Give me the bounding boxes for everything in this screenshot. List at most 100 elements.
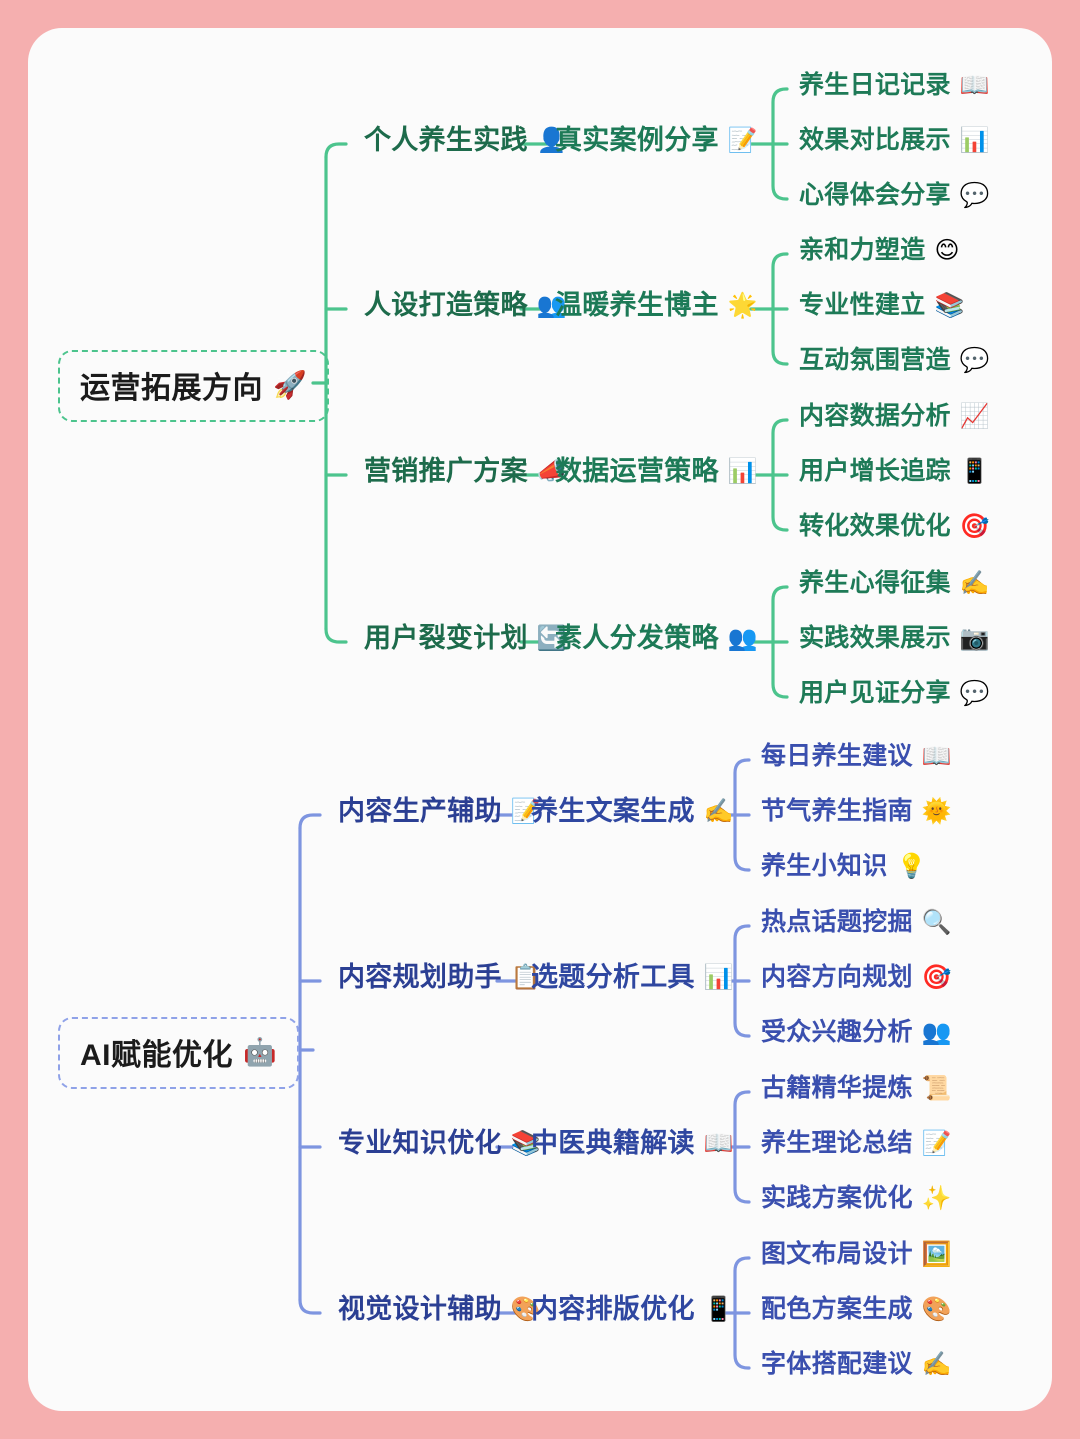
- root-node-label: 运营拓展方向: [80, 372, 263, 405]
- leaf-node[interactable]: 古籍精华提炼📜: [761, 1076, 952, 1101]
- root-node-ai-empowerment[interactable]: AI赋能优化🤖: [58, 1017, 299, 1089]
- artist-palette-icon: 🎨: [510, 1295, 541, 1323]
- mid-node-label: 内容排版优化: [531, 1294, 695, 1324]
- leaf-node-label: 心得体会分享: [799, 181, 951, 209]
- branch-node[interactable]: 内容生产辅助📝: [338, 798, 541, 825]
- leaf-node[interactable]: 用户见证分享 💬: [799, 681, 990, 706]
- branch-node-label: 专业知识优化: [338, 1128, 502, 1158]
- mid-node-label: 数据运营策略: [555, 456, 719, 486]
- mid-node[interactable]: 中医典籍解读📖: [531, 1130, 734, 1157]
- writing-hand-icon: ✍️: [703, 797, 734, 825]
- target-icon: 🎯: [921, 963, 952, 991]
- branch-node[interactable]: 用户裂变计划🔄: [364, 625, 567, 652]
- mid-node[interactable]: 选题分析工具📊: [531, 964, 734, 991]
- memo-icon: 📝: [727, 126, 758, 154]
- leaf-node[interactable]: 亲和力塑造😊: [799, 238, 960, 263]
- mobile-phone-icon: 📱: [703, 1295, 734, 1323]
- artist-palette-icon: 🎨: [921, 1295, 952, 1323]
- leaf-node-label: 古籍精华提炼: [761, 1074, 913, 1102]
- mid-node-label: 素人分发策略: [555, 623, 719, 653]
- leaf-node[interactable]: 专业性建立📚: [799, 293, 964, 318]
- leaf-node[interactable]: 图文布局设计🖼️: [761, 1242, 952, 1267]
- leaf-node-label: 养生心得征集: [799, 569, 951, 597]
- rocket-icon: 🚀: [273, 369, 307, 400]
- leaf-node-label: 用户增长追踪: [799, 457, 951, 485]
- bar-chart-icon: 📊: [727, 457, 758, 485]
- leaf-node-label: 实践效果展示: [799, 624, 951, 652]
- leaf-node[interactable]: 每日养生建议📖: [761, 744, 952, 769]
- target-icon: 🎯: [959, 512, 990, 540]
- people-icon: 👥: [536, 291, 567, 319]
- leaf-node[interactable]: 养生小知识💡: [761, 854, 926, 879]
- speech-bubble-icon: 💬: [959, 679, 990, 707]
- leaf-node[interactable]: 节气养生指南 🌞: [761, 799, 952, 824]
- leaf-node[interactable]: 实践方案优化✨: [761, 1186, 952, 1211]
- chart-increasing-icon: 📈: [959, 402, 990, 430]
- mid-node-label: 温暖养生博主: [555, 290, 719, 320]
- leaf-node-label: 图文布局设计: [761, 1240, 913, 1268]
- leaf-node[interactable]: 心得体会分享 💬: [799, 183, 990, 208]
- branch-node-label: 营销推广方案: [364, 456, 528, 486]
- open-book-icon: 📖: [959, 71, 990, 99]
- leaf-node[interactable]: 字体搭配建议 ✍️: [761, 1352, 952, 1377]
- leaf-node-label: 每日养生建议: [761, 742, 913, 770]
- leaf-node[interactable]: 养生心得征集✍️: [799, 571, 990, 596]
- leaf-node[interactable]: 养生理论总结📝: [761, 1131, 952, 1156]
- leaf-node-label: 效果对比展示: [799, 126, 951, 154]
- refresh-arrows-icon: 🔄: [536, 624, 567, 652]
- mid-node-label: 选题分析工具: [531, 962, 695, 992]
- bar-chart-icon: 📊: [959, 126, 990, 154]
- root-node-operations[interactable]: 运营拓展方向 🚀: [58, 350, 329, 422]
- leaf-node-label: 字体搭配建议: [761, 1350, 913, 1378]
- writing-hand-icon: ✍️: [921, 1350, 952, 1378]
- branch-node[interactable]: 内容规划助手📋: [338, 964, 541, 991]
- smiling-face-icon: 😊: [934, 236, 960, 264]
- leaf-node[interactable]: 实践效果展示📷: [799, 626, 990, 651]
- leaf-node-label: 内容数据分析: [799, 402, 951, 430]
- megaphone-icon: 📣: [536, 457, 567, 485]
- light-bulb-icon: 💡: [896, 852, 927, 880]
- branch-node[interactable]: 专业知识优化 📚: [338, 1130, 541, 1157]
- leaf-node[interactable]: 用户增长追踪📱: [799, 459, 990, 484]
- leaf-node[interactable]: 配色方案生成🎨: [761, 1297, 952, 1322]
- sparkles-icon: ✨: [921, 1184, 952, 1212]
- mid-node[interactable]: 素人分发策略 👥: [555, 625, 758, 652]
- books-icon: 📚: [934, 291, 965, 319]
- sun-with-face-icon: 🌞: [921, 797, 952, 825]
- mid-node[interactable]: 养生文案生成✍️: [531, 798, 734, 825]
- mid-node[interactable]: 数据运营策略 📊: [555, 458, 758, 485]
- magnifying-glass-icon: 🔍: [921, 908, 952, 936]
- leaf-node[interactable]: 效果对比展示 📊: [799, 128, 990, 153]
- leaf-node-label: 内容方向规划: [761, 963, 913, 991]
- mid-node[interactable]: 温暖养生博主 🌟: [555, 292, 758, 319]
- leaf-node[interactable]: 转化效果优化 🎯: [799, 514, 990, 539]
- branch-node-label: 内容生产辅助: [338, 796, 502, 826]
- speech-bubble-icon: 💬: [959, 346, 990, 374]
- leaf-node[interactable]: 内容数据分析 📈: [799, 404, 990, 429]
- clipboard-icon: 📋: [510, 963, 541, 991]
- books-icon: 📚: [510, 1129, 541, 1157]
- leaf-node[interactable]: 内容方向规划 🎯: [761, 965, 952, 990]
- leaf-node-label: 转化效果优化: [799, 512, 951, 540]
- mindmap-canvas: 运营拓展方向 🚀 个人养生实践👤真实案例分享📝 养生日记记录📖 效果对比展示 📊 心得体会分…: [28, 28, 1052, 1411]
- mid-node-label: 中医典籍解读: [531, 1128, 695, 1158]
- branch-node[interactable]: 个人养生实践👤: [364, 127, 567, 154]
- glowing-star-icon: 🌟: [727, 291, 758, 319]
- leaf-node[interactable]: 受众兴趣分析👥: [761, 1020, 952, 1045]
- branch-node[interactable]: 视觉设计辅助🎨: [338, 1296, 541, 1323]
- people-icon: 👥: [727, 624, 758, 652]
- leaf-node-label: 受众兴趣分析: [761, 1018, 913, 1046]
- leaf-node[interactable]: 养生日记记录📖: [799, 73, 990, 98]
- mid-node[interactable]: 内容排版优化 📱: [531, 1296, 734, 1323]
- root-node-label: AI赋能优化: [80, 1039, 233, 1072]
- branch-node[interactable]: 人设打造策略👥: [364, 292, 567, 319]
- leaf-node[interactable]: 互动氛围营造 💬: [799, 348, 990, 373]
- leaf-node-label: 用户见证分享: [799, 679, 951, 707]
- speech-bubble-icon: 💬: [959, 181, 990, 209]
- mid-node[interactable]: 真实案例分享📝: [555, 127, 758, 154]
- leaf-node-label: 节气养生指南: [761, 797, 913, 825]
- leaf-node-label: 养生理论总结: [761, 1129, 913, 1157]
- branch-node[interactable]: 营销推广方案 📣: [364, 458, 567, 485]
- leaf-node-label: 互动氛围营造: [799, 346, 951, 374]
- leaf-node[interactable]: 热点话题挖掘🔍: [761, 910, 952, 935]
